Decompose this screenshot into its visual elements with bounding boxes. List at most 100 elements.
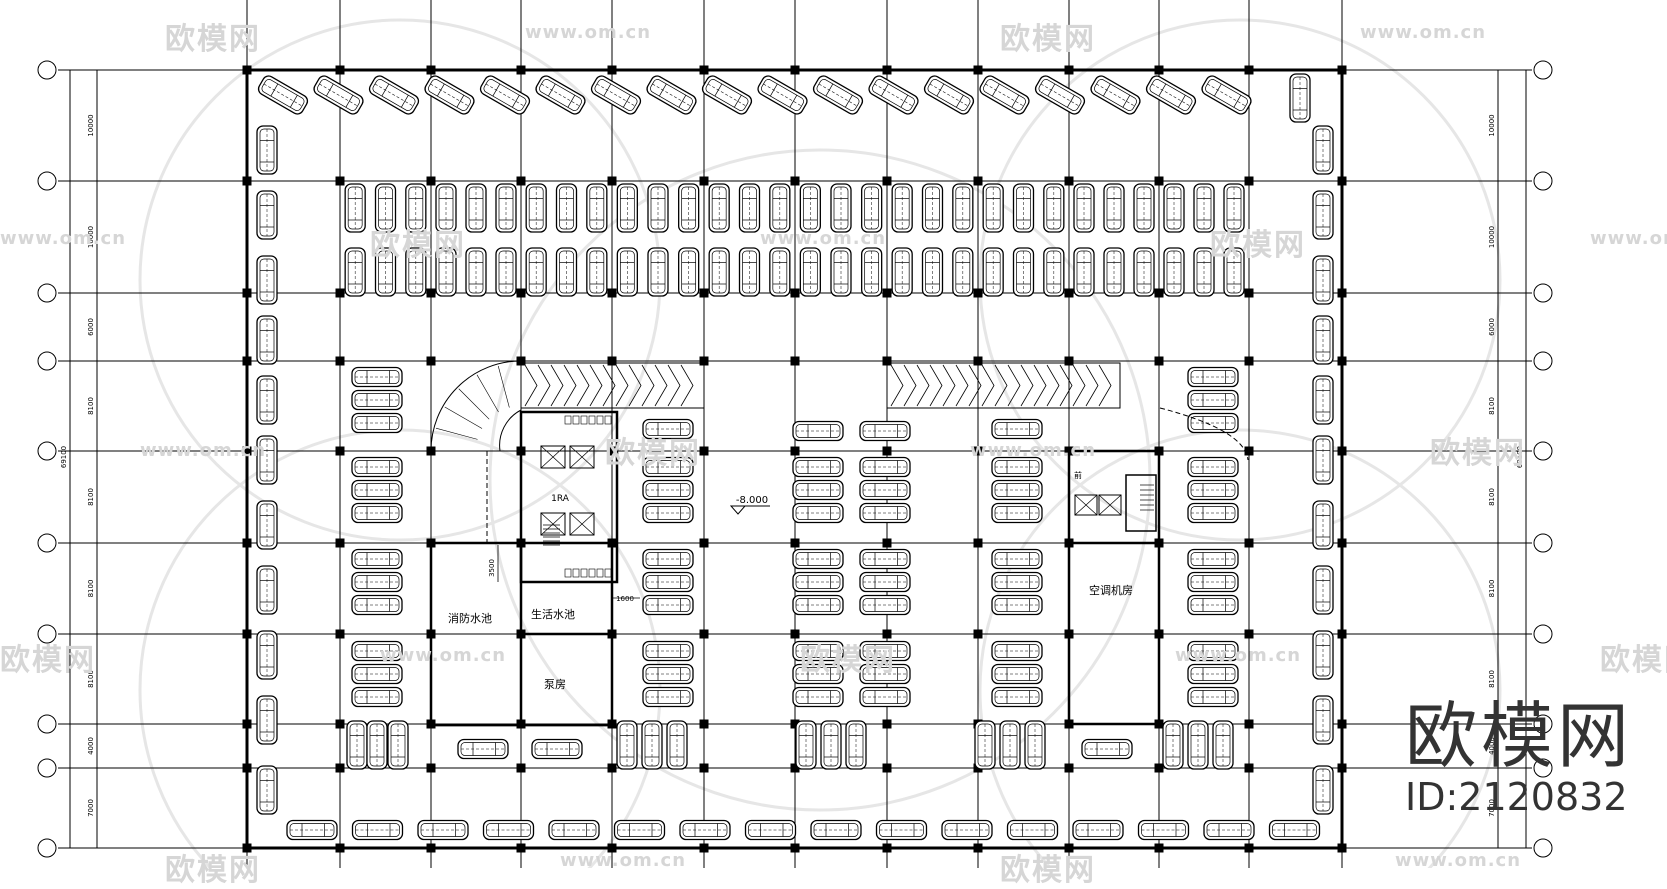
brand-stamp: 欧模网 ID:2120832 xyxy=(1405,700,1633,816)
column xyxy=(699,843,709,853)
ramp-chevron xyxy=(1033,364,1047,407)
car-icon xyxy=(859,456,911,478)
car-icon xyxy=(810,819,862,841)
parking-cars xyxy=(256,73,1334,841)
car-icon xyxy=(457,738,509,760)
column xyxy=(699,719,709,729)
column xyxy=(699,288,709,298)
column xyxy=(1064,65,1074,75)
car-icon xyxy=(701,75,753,115)
car-icon xyxy=(1289,73,1311,123)
column xyxy=(790,843,800,853)
car-icon xyxy=(991,571,1043,593)
car-icon xyxy=(1312,765,1334,815)
column xyxy=(973,843,983,853)
car-centerline xyxy=(1040,83,1080,107)
car-inner xyxy=(1094,79,1137,111)
watermark-arcs xyxy=(138,18,1502,868)
ramp-chevron xyxy=(537,364,551,407)
car-icon xyxy=(586,183,608,233)
car-icon xyxy=(757,75,808,115)
car-icon xyxy=(991,686,1043,708)
column xyxy=(1244,629,1254,639)
car-icon xyxy=(351,640,403,662)
column xyxy=(607,763,617,773)
car-icon xyxy=(792,571,844,593)
column xyxy=(1244,356,1254,366)
column xyxy=(882,843,892,853)
car-icon xyxy=(642,686,694,708)
room-label-pump-room: 泵房 xyxy=(544,678,566,691)
car-icon xyxy=(586,247,608,297)
car-icon xyxy=(799,183,821,233)
car-icon xyxy=(465,247,487,297)
car-icon xyxy=(647,183,669,233)
car-icon xyxy=(875,819,928,841)
car-icon xyxy=(859,640,911,662)
car-centerline xyxy=(541,83,580,107)
car-icon xyxy=(641,720,663,770)
level-mark-text: -8.000 xyxy=(736,495,768,506)
floor-plan-drawing: 消防水池生活水池泵房空调机房1RA前35001600-8.000AI100001… xyxy=(37,0,1553,868)
car-icon xyxy=(256,765,278,815)
axis-span-label-right: 6000 xyxy=(1488,318,1496,336)
car-icon xyxy=(679,819,731,841)
car-icon xyxy=(256,375,278,425)
column xyxy=(1064,176,1074,186)
ramp-chevron xyxy=(968,364,982,407)
car-icon xyxy=(366,720,388,770)
car-icon xyxy=(417,819,469,841)
car-icon xyxy=(351,479,403,501)
ramp-chevron xyxy=(994,364,1008,407)
column xyxy=(242,719,252,729)
car-rear-window xyxy=(1067,95,1075,108)
column xyxy=(607,176,617,186)
elevator-icon xyxy=(1074,494,1098,516)
column xyxy=(1337,65,1347,75)
car-icon xyxy=(646,75,697,115)
car-icon xyxy=(991,456,1043,478)
ramp-chevron xyxy=(981,364,995,407)
axis-span-label-left: 6000 xyxy=(87,318,95,336)
car-rear-window xyxy=(1011,95,1020,108)
car-rear-window xyxy=(345,95,354,108)
car-icon xyxy=(256,125,278,175)
column xyxy=(973,446,983,456)
car-icon xyxy=(678,247,700,297)
car-icon xyxy=(708,183,730,233)
column xyxy=(516,65,526,75)
column xyxy=(242,843,252,853)
ramp-chevron xyxy=(1046,364,1060,407)
car-icon xyxy=(256,435,278,485)
structural-columns xyxy=(242,65,1347,853)
ramp-outline xyxy=(520,362,705,409)
car-icon xyxy=(999,720,1021,770)
column xyxy=(790,288,800,298)
car-icon xyxy=(1312,190,1334,240)
axis-span-label-right: 8100 xyxy=(1488,670,1496,688)
watermark-arc xyxy=(488,148,1152,812)
column xyxy=(1154,356,1164,366)
car-icon xyxy=(368,75,420,115)
axis-bubble-right xyxy=(1533,838,1553,858)
car-icon xyxy=(1072,819,1124,841)
axis-bubble-left xyxy=(37,283,57,303)
ramp-chevron xyxy=(589,364,603,407)
car-icon xyxy=(525,183,547,233)
column xyxy=(1064,763,1074,773)
car-icon xyxy=(351,686,403,708)
column xyxy=(242,356,252,366)
ramp-chevron xyxy=(654,364,668,407)
level-triangle-icon xyxy=(729,505,747,515)
car-icon xyxy=(859,594,911,616)
axis-bubble-right xyxy=(1533,758,1553,778)
column xyxy=(335,446,345,456)
car-icon xyxy=(830,247,852,297)
car-icon xyxy=(548,819,600,841)
column xyxy=(1244,446,1254,456)
car-icon xyxy=(744,819,797,841)
car-icon xyxy=(991,502,1043,524)
car-rear-window xyxy=(623,95,631,108)
car-rear-window xyxy=(290,95,298,108)
car-icon xyxy=(1043,247,1065,297)
